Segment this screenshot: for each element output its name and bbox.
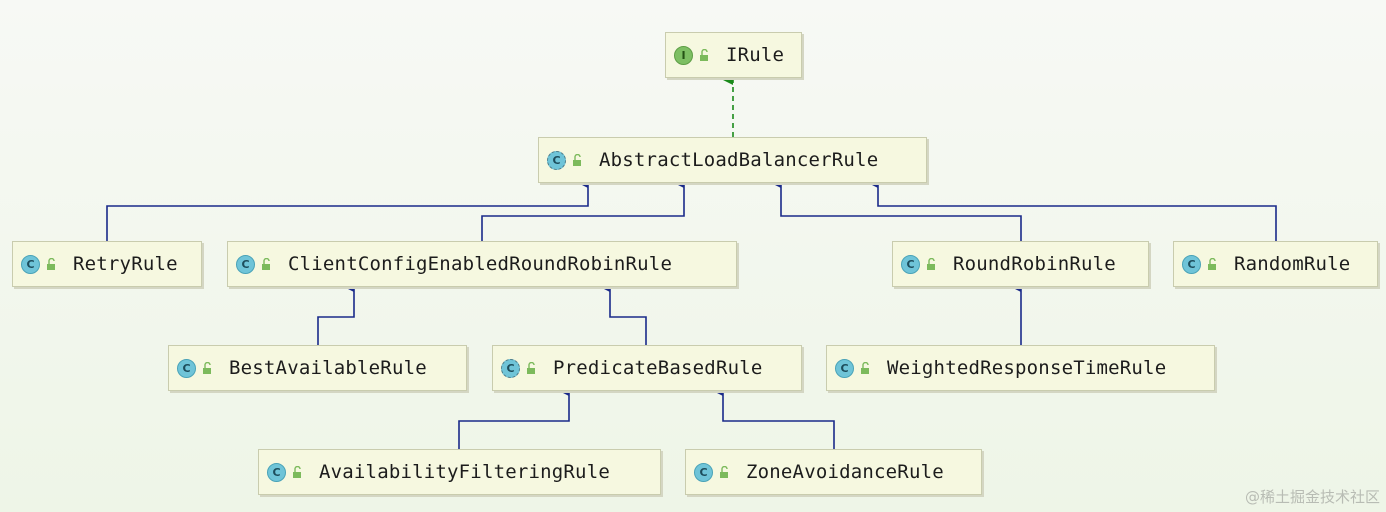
open-lock-icon	[573, 154, 581, 166]
edge-bestavail-to-clientcfg	[317, 282, 355, 345]
open-lock-icon	[527, 362, 535, 374]
node-best-available-rule[interactable]: C BestAvailableRule	[168, 345, 467, 391]
node-random-rule[interactable]: C RandomRule	[1173, 241, 1378, 287]
class-name: ClientConfigEnabledRoundRobinRule	[288, 253, 673, 275]
open-lock-icon	[700, 49, 708, 61]
edge-clientcfg-to-abstract	[481, 178, 685, 241]
node-client-config-enabled-round-robin-rule[interactable]: C ClientConfigEnabledRoundRobinRule	[227, 241, 737, 287]
open-lock-icon	[720, 466, 728, 478]
edge-retry-to-abstract	[106, 178, 589, 241]
node-predicate-based-rule[interactable]: C PredicateBasedRule	[492, 345, 802, 391]
abstract-class-icon: C	[547, 150, 566, 170]
class-name: AvailabilityFilteringRule	[319, 461, 610, 483]
class-icon: C	[694, 462, 713, 482]
class-name: AbstractLoadBalancerRule	[599, 149, 879, 171]
class-name: RetryRule	[73, 253, 178, 275]
class-icon: C	[901, 254, 920, 274]
node-round-robin-rule[interactable]: C RoundRobinRule	[892, 241, 1149, 287]
node-retry-rule[interactable]: C RetryRule	[12, 241, 202, 287]
class-icon: C	[835, 358, 854, 378]
edge-availfilter-to-predicate	[458, 386, 570, 449]
class-name: PredicateBasedRule	[553, 357, 763, 379]
node-availability-filtering-rule[interactable]: C AvailabilityFilteringRule	[258, 449, 661, 495]
open-lock-icon	[262, 258, 270, 270]
class-icon: C	[236, 254, 255, 274]
open-lock-icon	[1208, 258, 1216, 270]
node-weighted-response-time-rule[interactable]: C WeightedResponseTimeRule	[826, 345, 1215, 391]
open-lock-icon	[861, 362, 869, 374]
edge-roundrobin-to-abstract	[771, 178, 1022, 241]
class-name: ZoneAvoidanceRule	[746, 461, 944, 483]
node-zone-avoidance-rule[interactable]: C ZoneAvoidanceRule	[685, 449, 982, 495]
edge-predicate-to-clientcfg	[600, 282, 647, 345]
class-name: RandomRule	[1234, 253, 1351, 275]
abstract-class-icon: C	[501, 358, 520, 378]
class-name: RoundRobinRule	[953, 253, 1116, 275]
interface-icon: I	[674, 45, 693, 65]
edge-random-to-abstract	[868, 178, 1277, 241]
edge-zoneavoid-to-predicate	[713, 386, 835, 449]
class-name: WeightedResponseTimeRule	[887, 357, 1167, 379]
node-abstract-load-balancer-rule[interactable]: C AbstractLoadBalancerRule	[538, 137, 927, 183]
class-icon: C	[267, 462, 286, 482]
class-icon: C	[21, 254, 40, 274]
open-lock-icon	[927, 258, 935, 270]
class-icon: C	[1182, 254, 1201, 274]
open-lock-icon	[203, 362, 211, 374]
class-icon: C	[177, 358, 196, 378]
open-lock-icon	[293, 466, 301, 478]
watermark: @稀土掘金技术社区	[1244, 488, 1380, 506]
node-irule[interactable]: I IRule	[665, 32, 802, 78]
open-lock-icon	[47, 258, 55, 270]
class-name: IRule	[726, 44, 785, 66]
class-name: BestAvailableRule	[229, 357, 427, 379]
